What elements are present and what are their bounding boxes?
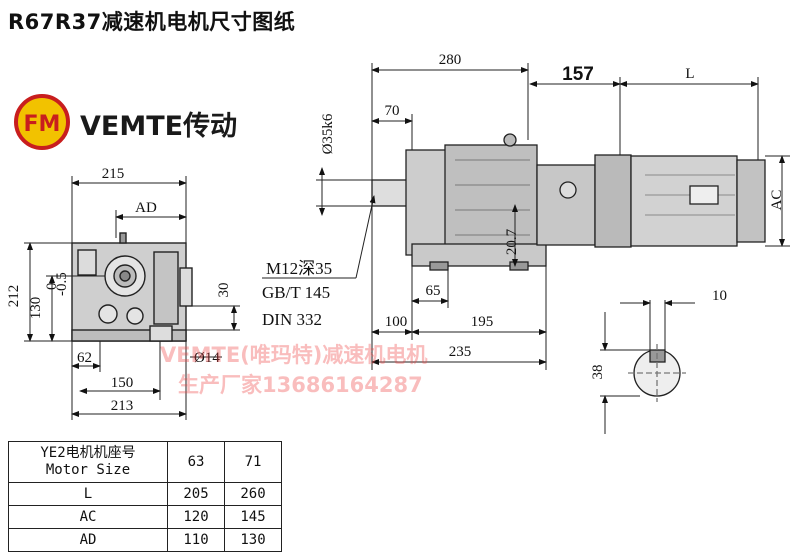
dim-212: 212 [6,285,22,308]
side-view [371,133,766,271]
dim-key-10: 10 [712,288,727,304]
table-row: AD 110 130 [8,528,282,552]
vemte-logo-icon: FM [14,94,70,150]
table-cell: 120 [167,505,225,529]
dim-150: 150 [111,375,134,391]
front-view-dims [24,176,240,420]
brand-name: VEMTE传动 [80,111,238,142]
dim-62: 62 [77,350,92,366]
table-header-en: Motor Size [45,462,131,478]
dim-AC: AC [769,190,785,211]
table-row-label: AC [8,505,168,529]
dim-215: 215 [102,166,125,182]
table-header-row: YE2电机机座号 Motor Size 63 71 [8,441,282,483]
dim-235: 235 [449,344,472,360]
dim-195: 195 [471,314,494,330]
dim-130-tol-upper: 0 [44,283,60,291]
dim-100: 100 [385,314,408,330]
dim-70: 70 [385,103,400,119]
dim-L: L [685,66,694,82]
dim-30: 30 [216,283,232,298]
table-header-cn: YE2电机机座号 [40,445,136,461]
dim-front-ad: AD [135,200,157,216]
dim-130-tol-lower: -0.5 [54,272,70,296]
dim-bolt-hole: Ø14 [194,350,220,366]
side-view-dims [262,63,790,370]
table-row: AC 120 145 [8,505,282,529]
table-cell: 260 [224,482,282,506]
table-row-label: AD [8,528,168,552]
dim-280: 280 [439,52,462,68]
shaft-key-section [628,344,686,402]
table-cell: 145 [224,505,282,529]
dim-130: 130 [28,297,44,320]
table-row-label: L [8,482,168,506]
dim-key-38: 38 [590,365,606,380]
shaft-key-dims [600,300,695,434]
note-gbt: GB/T 145 [262,283,330,302]
table-cell: 130 [224,528,282,552]
table-size-63: 63 [167,441,225,483]
svg-text:FM: FM [24,112,61,137]
dim-157: 157 [562,64,594,85]
watermark-line2: 生产厂家13686164287 [178,373,423,397]
dim-20-7: 20.7 [504,228,520,255]
dim-213: 213 [111,398,134,414]
table-cell: 205 [167,482,225,506]
watermark-line1: VEMTE(唯玛特)减速机电机 [160,343,427,367]
table-size-71: 71 [224,441,282,483]
note-thread: M12深35 [266,259,332,278]
dim-shaft-diameter: Ø35k6 [320,113,336,154]
note-din: DIN 332 [262,310,322,329]
table-header-cell: YE2电机机座号 Motor Size [8,441,168,483]
motor-size-table: YE2电机机座号 Motor Size 63 71 L 205 260 AC 1… [8,441,282,552]
page-title: R67R37减速机电机尺寸图纸 [8,10,296,34]
dim-65: 65 [426,283,441,299]
table-cell: 110 [167,528,225,552]
table-row: L 205 260 [8,482,282,506]
front-view [71,232,193,342]
